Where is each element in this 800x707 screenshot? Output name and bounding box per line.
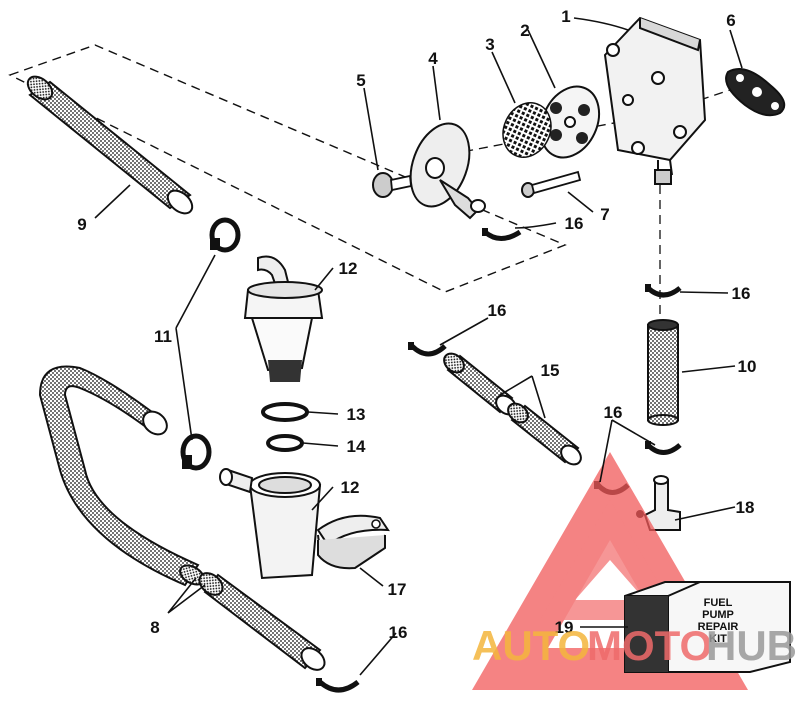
callout-numbers: 1 2 3 4 5 6 7 8 9 10 11 12 12 13 14 15 1… [77,7,756,642]
callout-9: 9 [77,215,86,234]
callout-7: 7 [600,205,609,224]
kit-label-line1: FUEL [704,597,733,609]
watermark-moto: MOTO [587,622,712,669]
clip-part [482,228,522,241]
callout-10: 10 [738,357,757,376]
watermark-hub: HUB [706,622,797,669]
clamp-part [209,217,241,253]
kit-label-line2: PUMP [702,609,734,621]
filter-bowl-part [243,255,324,382]
seal-ring-part [266,434,304,452]
callout-12-upper: 12 [339,259,358,278]
hose-part [26,75,194,215]
valve-plate-part [539,85,601,159]
callout-16-c: 16 [488,301,507,320]
bracket-clamp-part [316,514,390,570]
callout-2: 2 [520,21,529,40]
callout-14: 14 [347,437,366,456]
alignment-line [699,89,731,101]
filter-cup-part [219,468,322,580]
kit-label-line3: REPAIR [698,621,739,633]
callout-8: 8 [150,618,159,637]
repair-kit-box: FUEL PUMP REPAIR KIT [624,581,791,673]
gasket-part [725,68,786,117]
o-ring-part [261,402,309,422]
callout-1: 1 [561,7,570,26]
pump-body-part [603,16,707,185]
leader-lines [94,17,743,676]
callout-5: 5 [356,71,365,90]
callout-4: 4 [428,49,438,68]
short-hose-part [443,352,582,466]
callout-12-lower: 12 [341,478,360,497]
clamp-part [180,433,212,471]
callout-18: 18 [736,498,755,517]
assembly-dashed-outline [8,44,567,293]
callout-6: 6 [726,11,735,30]
callout-16-a: 16 [565,214,584,233]
screw-part [372,172,412,198]
watermark-auto: AUTO [472,622,590,669]
long-screw-part [521,170,582,198]
u-hose-part [38,365,326,671]
callout-19: 19 [555,618,574,637]
callout-3: 3 [485,35,494,54]
callout-15: 15 [541,361,560,380]
screen-part [502,102,552,158]
clip-part [645,441,682,455]
filter-element-part [647,319,679,426]
callout-17: 17 [388,580,407,599]
callout-16-e: 16 [389,623,408,642]
callout-11: 11 [154,327,172,346]
callout-16-d: 16 [604,403,623,422]
kit-label-line4: KIT [709,633,727,645]
watermark-logo: AUTO MOTO HUB [472,622,797,669]
filter-cover-part [409,122,486,220]
callout-13: 13 [347,405,366,424]
clip-part [408,342,447,357]
clip-part [645,284,682,298]
callout-16-b: 16 [732,284,751,303]
clip-part [316,678,360,693]
